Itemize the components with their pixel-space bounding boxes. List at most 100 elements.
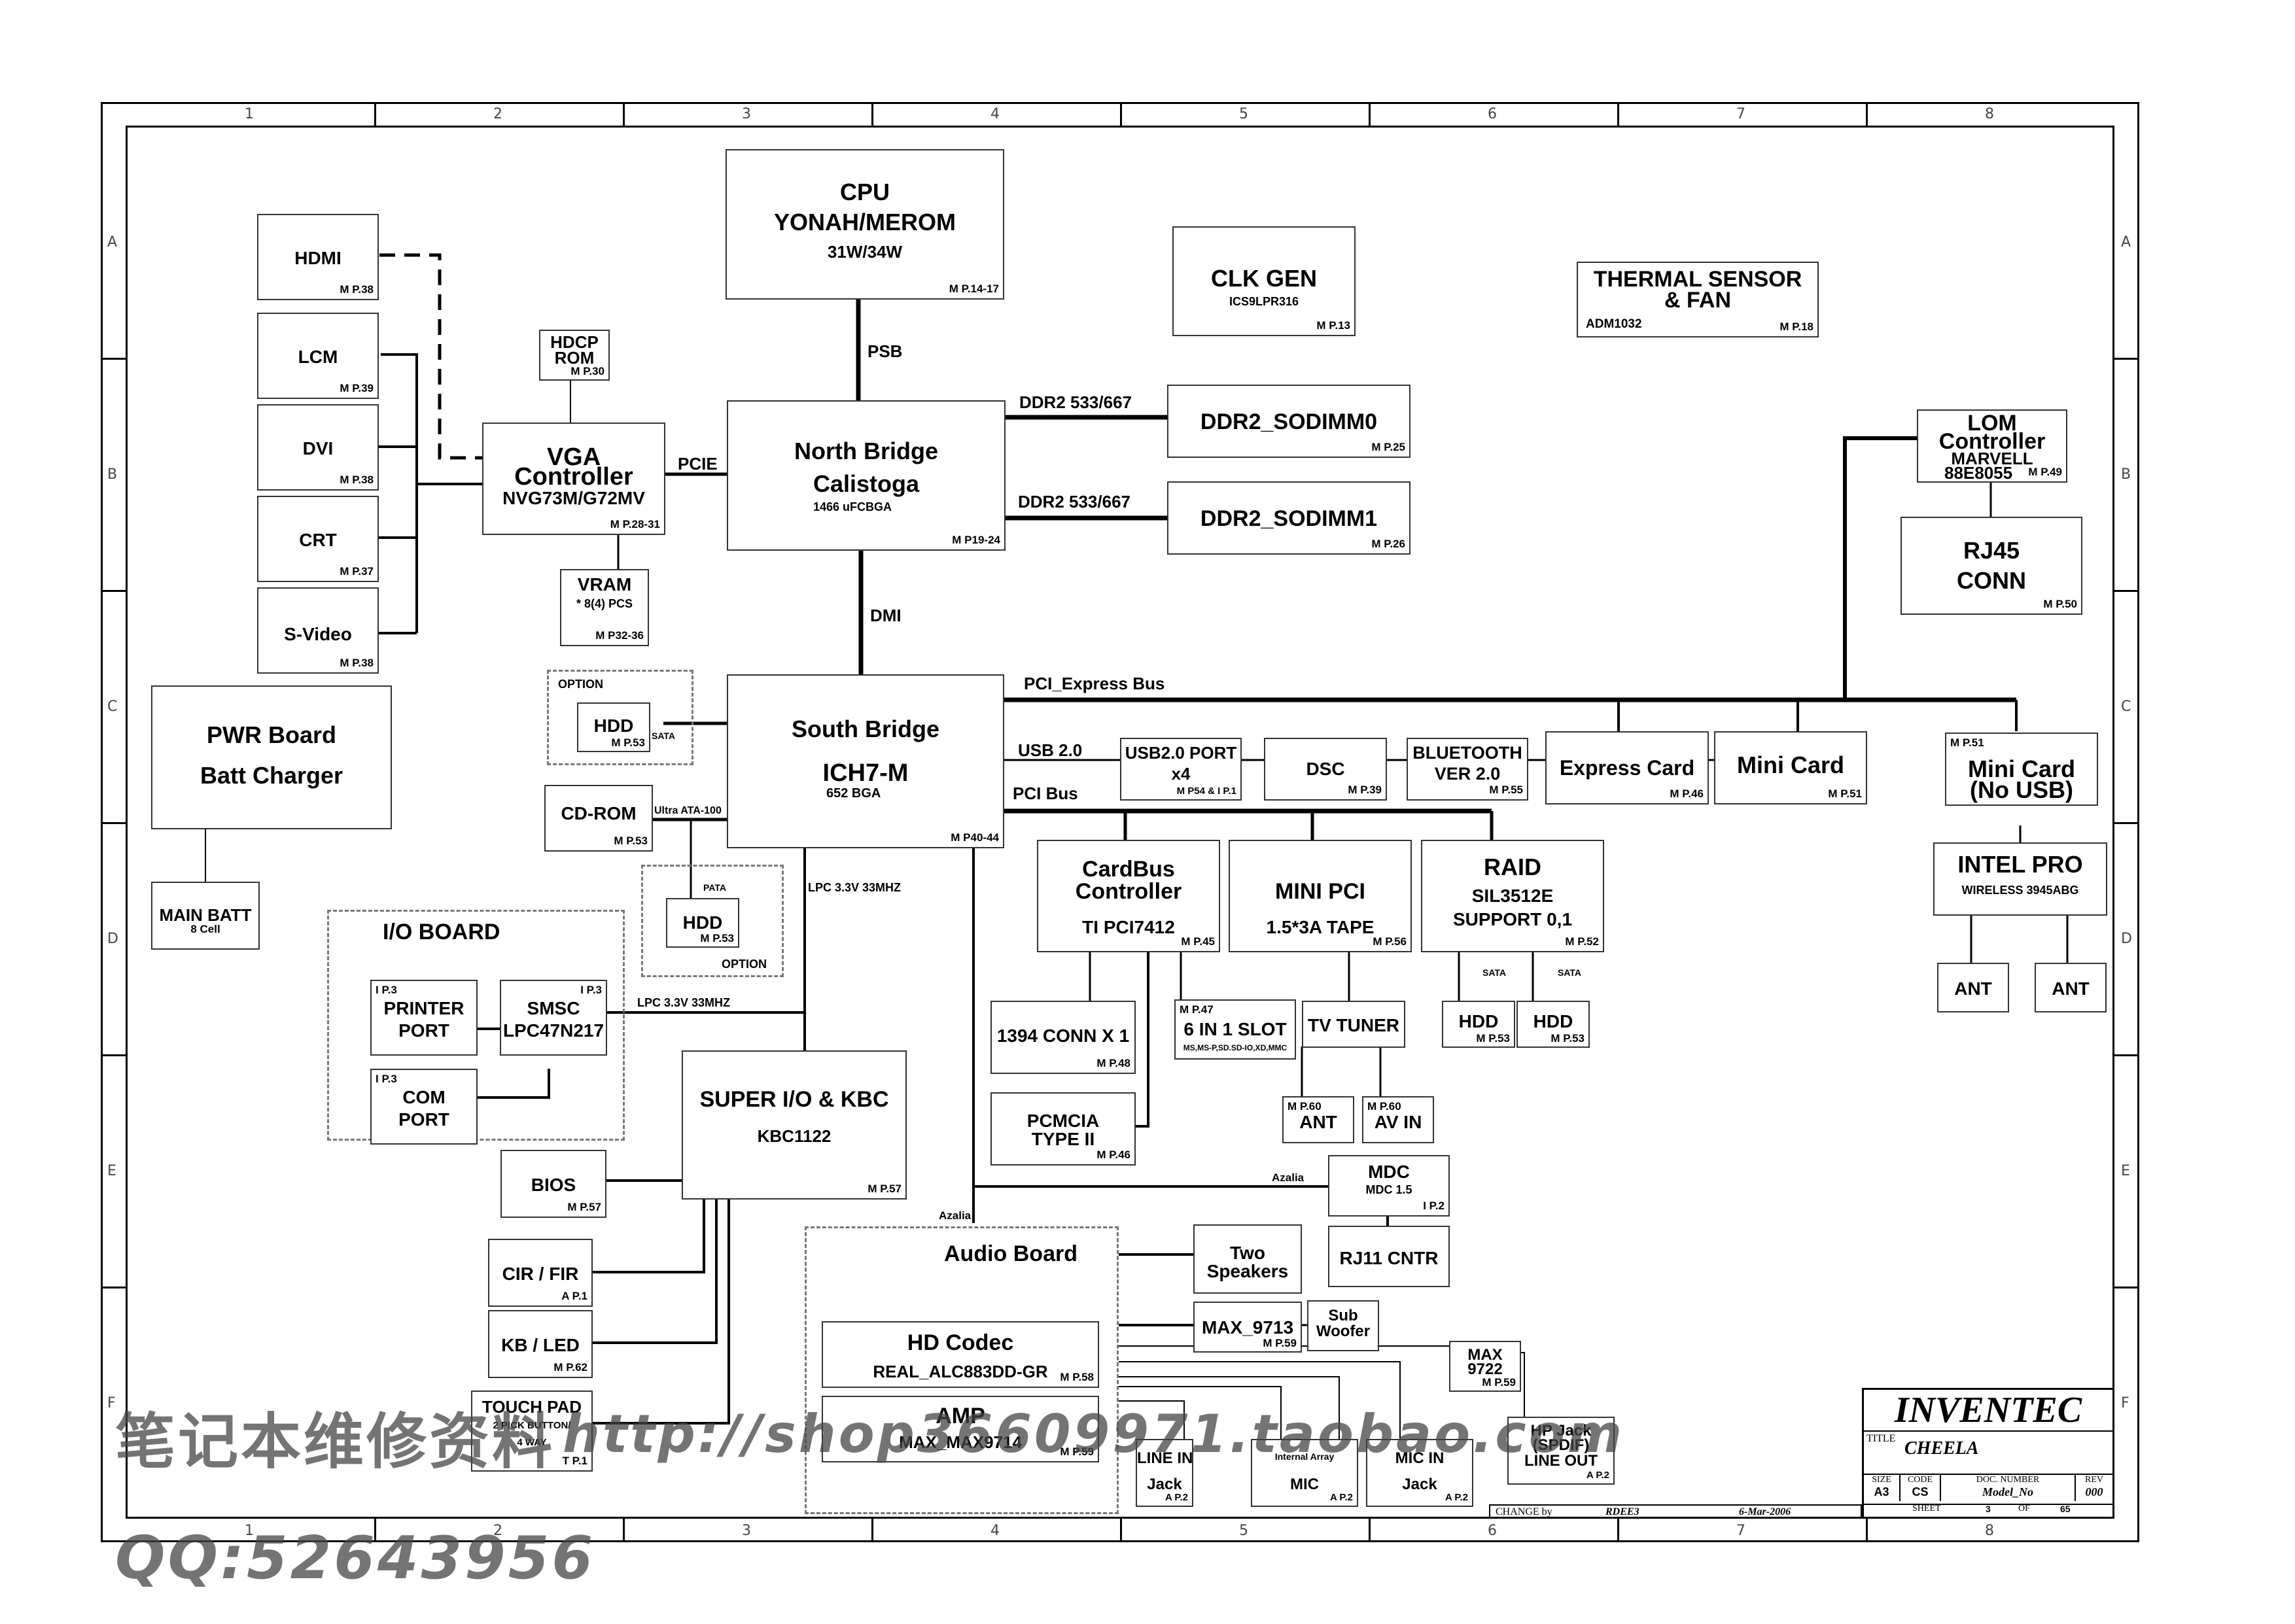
row-divider-right xyxy=(2114,822,2139,824)
wifi-ant-2-block[interactable]: ANT xyxy=(2035,963,2107,1012)
six-in-one-slot-block[interactable]: M P.47 6 IN 1 SLOT MS,MS-P,SD.SD-IO,XD,M… xyxy=(1174,999,1296,1060)
lcm-block[interactable]: LCM M P.39 xyxy=(257,313,379,399)
thermal-line2: & FAN xyxy=(1664,288,1731,313)
usb-port-block[interactable]: USB2.0 PORT x4 M P54 & I P.1 xyxy=(1120,738,1242,801)
row-label-right: D xyxy=(2121,930,2132,947)
column-label-bottom: 7 xyxy=(1736,1523,1745,1539)
sb-line3: 652 BGA xyxy=(826,786,881,801)
super-io-kbc-block[interactable]: SUPER I/O & KBC KBC1122 M P.57 xyxy=(682,1050,907,1200)
thermal-sensor-block[interactable]: THERMAL SENSOR & FAN ADM1032 M P.18 xyxy=(1577,262,1819,337)
raid-block[interactable]: RAID SIL3512E SUPPORT 0,1 M P.52 xyxy=(1421,840,1604,952)
hdcp-line1: HDCP xyxy=(550,332,599,352)
hd-codec-block[interactable]: HD Codec REAL_ALC883DD-GR M P.58 xyxy=(822,1321,1099,1388)
bluetooth-block[interactable]: BLUETOOTH VER 2.0 M P.55 xyxy=(1407,738,1528,801)
vram-block[interactable]: VRAM * 8(4) PCS M P32-36 xyxy=(560,569,649,646)
line-in-jack-block[interactable]: LINE IN Jack A P.2 xyxy=(1136,1439,1193,1507)
printer-port-block[interactable]: I P.3 PRINTER PORT xyxy=(370,980,478,1056)
mini-card-block[interactable]: Mini Card M P.51 xyxy=(1714,731,1867,804)
north-bridge-block[interactable]: North Bridge Calistoga 1466 uFCBGA M P19… xyxy=(727,400,1006,551)
smsc-block[interactable]: I P.3 SMSC LPC47N217 xyxy=(500,980,607,1056)
max9722-block[interactable]: MAX 9722 M P.59 xyxy=(1449,1341,1521,1392)
touchpad-line3: 4 WAY xyxy=(517,1437,547,1448)
bluetooth-line2: VER 2.0 xyxy=(1434,764,1501,784)
main-batt-block[interactable]: MAIN BATT 8 Cell xyxy=(151,882,260,950)
hdcp-rom-block[interactable]: HDCP ROM M P.30 xyxy=(539,330,610,381)
cdrom-label: CD-ROM xyxy=(561,803,637,823)
pcmcia-block[interactable]: PCMCIA TYPE II M P.46 xyxy=(990,1092,1136,1166)
rj45-conn-block[interactable]: RJ45 CONN M P.50 xyxy=(1901,517,2082,615)
cardbus-ref: M P.45 xyxy=(1181,935,1215,948)
mic-in-jack-block[interactable]: MIC IN Jack A P.2 xyxy=(1366,1439,1473,1507)
hdmi-block[interactable]: HDMI M P.38 xyxy=(257,214,379,300)
hdd-sata-block[interactable]: HDD M P.53 xyxy=(577,702,650,752)
rev-value: 000 xyxy=(2085,1485,2103,1498)
row-divider-left xyxy=(101,358,126,360)
column-label-bottom: 2 xyxy=(493,1523,502,1539)
minipci-line1: MINI PCI xyxy=(1275,879,1365,904)
sodimm0-block[interactable]: DDR2_SODIMM0 M P.25 xyxy=(1167,385,1410,458)
intmic-line2: MIC xyxy=(1290,1476,1319,1493)
conn-1394-block[interactable]: 1394 CONN X 1 M P.48 xyxy=(990,1001,1136,1074)
vga-controller-block[interactable]: VGA Controller NVG73M/G72MV M P.28-31 xyxy=(482,423,665,535)
mini-card-no-usb-block[interactable]: M P.51 Mini Card (No USB) xyxy=(1945,733,2098,806)
hdd-pata-block[interactable]: HDD M P.53 xyxy=(666,898,739,948)
pwr-line1: PWR Board xyxy=(207,721,336,748)
intel-pro-block[interactable]: INTEL PRO WIRELESS 3945ABG xyxy=(1933,842,2107,916)
raid-hdd-1-block[interactable]: HDD M P.53 xyxy=(1442,1001,1515,1048)
pwr-board-block[interactable]: PWR Board Batt Charger xyxy=(151,685,392,829)
touchpad-block[interactable]: TOUCH PAD 2 PICK BUTTON/ 4 WAY T P.1 xyxy=(471,1391,593,1472)
av-in-block[interactable]: M P.60 AV IN xyxy=(1362,1096,1434,1143)
svideo-block[interactable]: S-Video M P.38 xyxy=(257,587,379,674)
two-speakers-block[interactable]: Two Speakers xyxy=(1193,1224,1302,1294)
hdcodec-line2: REAL_ALC883DD-GR xyxy=(873,1362,1048,1381)
avin-ref: M P.60 xyxy=(1367,1100,1401,1113)
cardbus-controller-block[interactable]: CardBus Controller TI PCI7412 M P.45 xyxy=(1037,840,1220,952)
sodimm1-block[interactable]: DDR2_SODIMM1 M P.26 xyxy=(1167,481,1410,555)
kb-led-block[interactable]: KB / LED M P.62 xyxy=(488,1310,593,1378)
tv-ant-block[interactable]: M P.60 ANT xyxy=(1282,1096,1354,1143)
avin-label: AV IN xyxy=(1374,1112,1422,1132)
thermal-line1: THERMAL SENSOR xyxy=(1593,267,1802,292)
internal-mic-block[interactable]: Internal Array MIC A P.2 xyxy=(1251,1439,1358,1507)
dsc-ref: M P.39 xyxy=(1348,784,1382,796)
ddr-label-1: DDR2 533/667 xyxy=(1018,492,1130,511)
intmic-line1: Internal Array xyxy=(1274,1451,1335,1462)
subwoofer-block[interactable]: Sub Woofer xyxy=(1307,1300,1379,1351)
express-card-block[interactable]: Express Card M P.46 xyxy=(1545,731,1709,804)
max9713-block[interactable]: MAX_9713 M P.59 xyxy=(1193,1302,1302,1353)
bios-block[interactable]: BIOS M P.57 xyxy=(500,1150,606,1218)
clk-gen-block[interactable]: CLK GEN ICS9LPR316 M P.13 xyxy=(1172,226,1356,336)
south-bridge-block[interactable]: South Bridge ICH7-M 652 BGA M P40-44 xyxy=(727,674,1004,848)
lpc-label-2: LPC 3.3V 33MHZ xyxy=(637,996,731,1009)
mdc-label: MDC xyxy=(1368,1162,1410,1182)
raid-hdd-2-block[interactable]: HDD M P.53 xyxy=(1516,1001,1590,1048)
pcie-label: PCIE xyxy=(678,454,718,474)
dsc-block[interactable]: DSC M P.39 xyxy=(1264,738,1387,801)
com-port-block[interactable]: I P.3 COM PORT xyxy=(370,1069,478,1145)
mini-pci-block[interactable]: MINI PCI 1.5*3A TAPE M P.56 xyxy=(1229,840,1412,952)
mdc-block[interactable]: MDC MDC 1.5 I P.2 xyxy=(1328,1155,1450,1217)
dvi-label: DVI xyxy=(302,438,334,458)
lcm-ref: M P.39 xyxy=(340,382,374,394)
usb-label: USB 2.0 xyxy=(1018,740,1083,760)
superio-line2: KBC1122 xyxy=(757,1126,832,1146)
ata-label: Ultra ATA-100 xyxy=(654,805,722,816)
title-block: INVENTEC TITLE CHEELA SIZE A3 CODE CS DO… xyxy=(1862,1388,2114,1519)
rj11-block[interactable]: RJ11 CNTR xyxy=(1328,1226,1450,1287)
wifi-ant-1-block[interactable]: ANT xyxy=(1937,963,2009,1012)
crt-block[interactable]: CRT M P.37 xyxy=(257,496,379,582)
dvi-block[interactable]: DVI M P.38 xyxy=(257,404,379,491)
lom-controller-block[interactable]: LOM Controller MARVELL 88E8055 M P.49 xyxy=(1917,409,2067,483)
hdd-sata-option-label: OPTION xyxy=(558,678,604,691)
cpu-block[interactable]: CPU YONAH/MEROM 31W/34W M P.14-17 xyxy=(726,149,1004,300)
intmic-ref: A P.2 xyxy=(1329,1492,1353,1503)
hdd-sata-ref: M P.53 xyxy=(611,736,645,749)
superio-ref: M P.57 xyxy=(867,1183,902,1195)
vram-ref: M P32-36 xyxy=(595,629,644,642)
tv-tuner-block[interactable]: TV TUNER xyxy=(1302,1001,1405,1048)
cdrom-block[interactable]: CD-ROM M P.53 xyxy=(544,785,653,852)
cir-fir-block[interactable]: CIR / FIR A P.1 xyxy=(488,1239,593,1307)
hp-jack-block[interactable]: HP Jack (SPDIF) LINE OUT A P.2 xyxy=(1507,1417,1615,1485)
amp-block[interactable]: AMP MAX_MAX9714 M P.59 xyxy=(822,1396,1099,1462)
row-divider-right xyxy=(2114,1054,2139,1056)
